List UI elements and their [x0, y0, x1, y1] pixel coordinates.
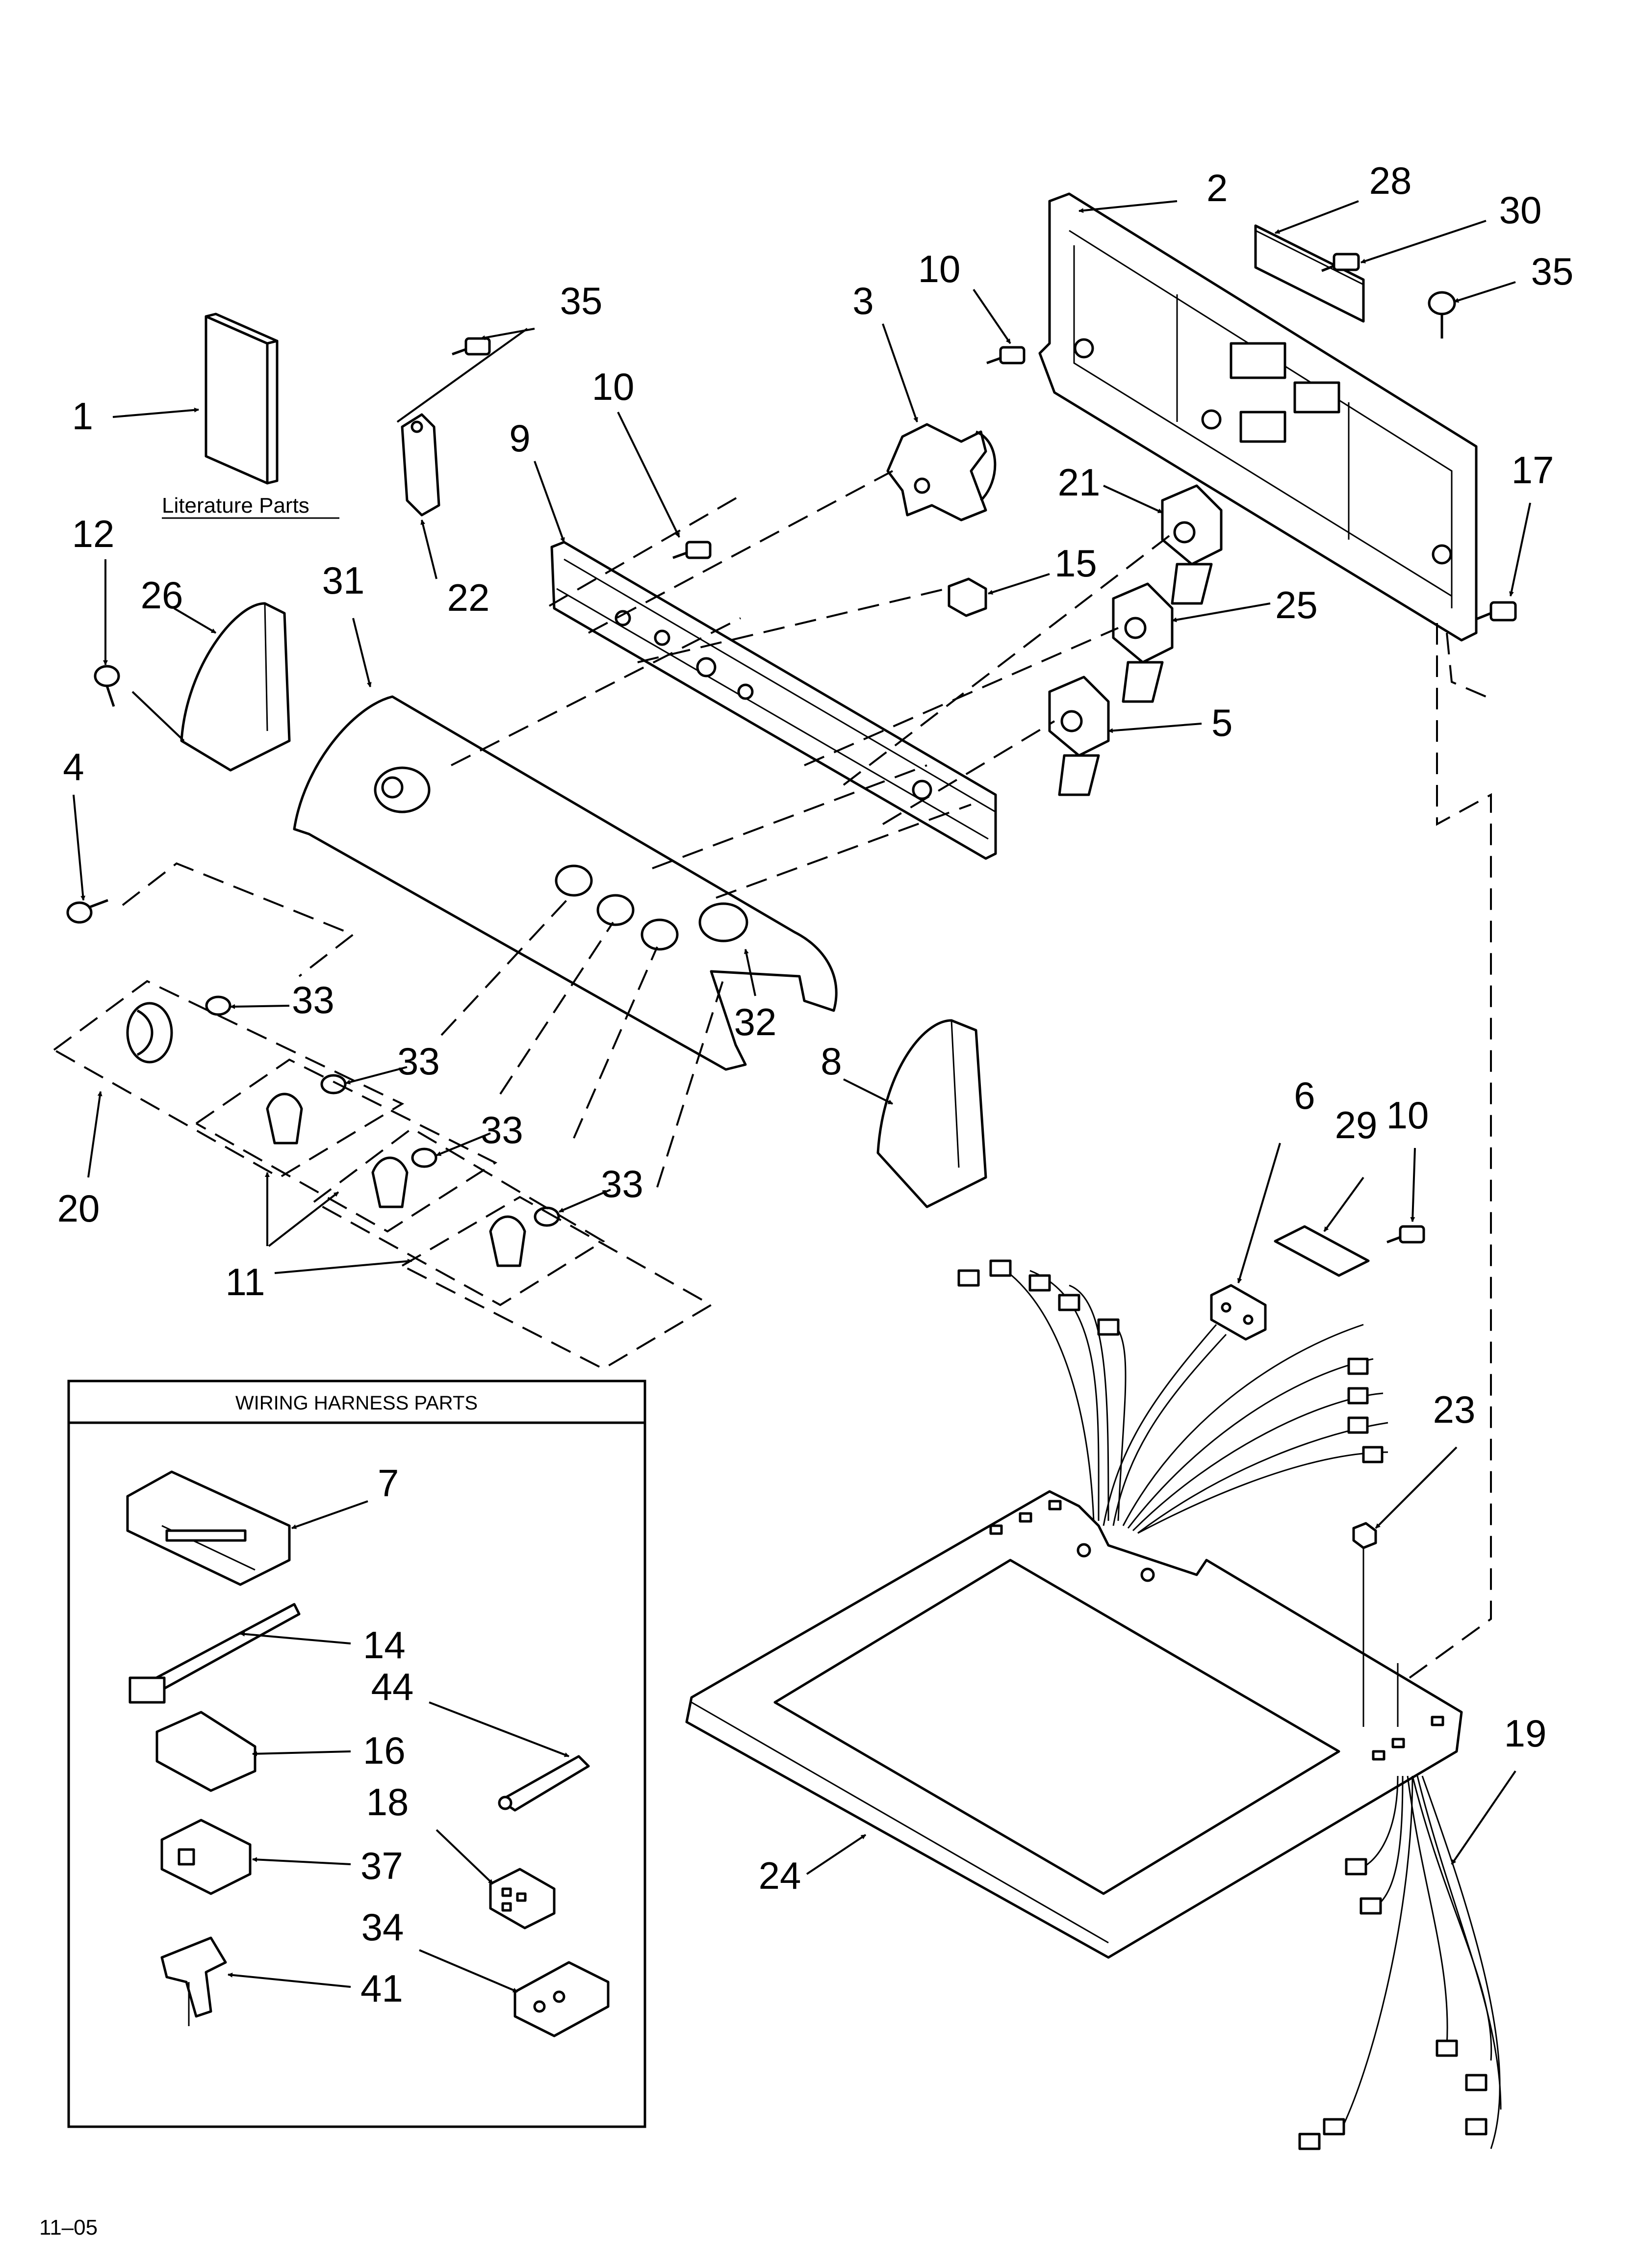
knob-11a [266, 1093, 303, 1145]
part-29 [1274, 1225, 1370, 1277]
literature-booklet [205, 313, 279, 485]
callout-20: 20 [57, 1187, 100, 1230]
top-cover [685, 1490, 1463, 1959]
callout-32: 32 [734, 1000, 777, 1043]
screw-10-rail [672, 541, 712, 559]
callout-21: 21 [1058, 461, 1101, 504]
callout-4: 4 [63, 745, 84, 788]
callout-16: 16 [363, 1729, 406, 1772]
part-41-push-pin [160, 1936, 227, 2026]
wiring-harness-box [67, 1380, 646, 2128]
callout-2: 2 [1206, 166, 1228, 209]
callout-labels: 1 2 3 4 5 6 7 8 9 10 10 10 11 12 14 15 1… [57, 159, 1574, 2010]
callout-1: 1 [72, 394, 93, 438]
callout-28: 28 [1369, 159, 1412, 202]
callout-10-right: 10 [1386, 1094, 1429, 1137]
literature-caption: Literature Parts [162, 494, 309, 518]
screw-10-right [1386, 1225, 1425, 1244]
part-37-housing [160, 1819, 252, 1895]
bushing-33b [320, 1074, 347, 1095]
timer [886, 423, 997, 521]
control-panel [293, 695, 838, 1071]
knob-11b [371, 1156, 409, 1208]
callout-33-a: 33 [292, 978, 334, 1021]
bushing-33a [205, 995, 231, 1016]
screw-12 [94, 665, 120, 707]
part-23 [1352, 1522, 1399, 1727]
knob-11c [489, 1215, 526, 1267]
callout-11: 11 [226, 1260, 265, 1303]
callout-17: 17 [1512, 448, 1554, 492]
callout-37: 37 [360, 1844, 403, 1887]
knob-20 [126, 1002, 173, 1064]
callout-33-d: 33 [601, 1162, 643, 1205]
screw-17 [1476, 601, 1517, 622]
switch-25 [1112, 582, 1174, 703]
control-bracket [1254, 224, 1365, 323]
callout-34: 34 [361, 1905, 404, 1949]
callout-31: 31 [322, 559, 365, 602]
callout-10-timer: 10 [918, 247, 961, 290]
screw-30 [1321, 253, 1360, 272]
callout-30: 30 [1499, 188, 1542, 232]
callout-15: 15 [1054, 542, 1097, 585]
part-7-connector-block [126, 1470, 291, 1586]
part-16-clip [155, 1711, 257, 1792]
callout-23: 23 [1433, 1388, 1476, 1431]
part-34-connector [513, 1961, 610, 2037]
screw-35-left [452, 337, 491, 356]
end-cap-right [876, 1019, 987, 1208]
part-44-terminal [498, 1755, 590, 1812]
part-15 [948, 577, 987, 617]
callout-19: 19 [1504, 1712, 1547, 1755]
callout-12: 12 [72, 512, 115, 555]
callout-33-c: 33 [481, 1108, 523, 1151]
assembly-lines [53, 470, 1492, 1684]
callout-14: 14 [363, 1623, 406, 1667]
part-18-housing [489, 1868, 556, 1929]
callout-18: 18 [366, 1780, 409, 1824]
mounting-rail [550, 541, 997, 860]
footer-code: 11–05 [39, 2216, 98, 2240]
callout-9: 9 [509, 417, 530, 460]
switch-5 [1048, 676, 1110, 796]
callout-25: 25 [1275, 583, 1318, 626]
wiring-harness-upper [957, 1259, 1388, 1534]
wiring-box-title: WIRING HARNESS PARTS [235, 1392, 478, 1414]
bushing-33c [411, 1147, 437, 1168]
callout-24: 24 [759, 1854, 801, 1897]
callout-35-left: 35 [560, 279, 603, 322]
callout-5: 5 [1211, 701, 1232, 744]
bracket-22 [401, 413, 440, 517]
callout-44: 44 [371, 1665, 414, 1708]
callout-8: 8 [821, 1040, 842, 1083]
callout-6: 6 [1294, 1074, 1315, 1117]
callout-35-right: 35 [1531, 250, 1574, 293]
callout-7: 7 [378, 1461, 399, 1505]
part-14-cable-tie [128, 1603, 301, 1704]
callout-29: 29 [1335, 1103, 1378, 1147]
console-back-panel [1038, 192, 1478, 642]
callout-26: 26 [141, 574, 183, 617]
end-cap-left [180, 602, 291, 772]
callout-41: 41 [360, 1967, 403, 2010]
screw-10-timer [986, 346, 1026, 365]
wiring-harness-lower [1298, 1775, 1502, 2150]
screw-35-right [1428, 291, 1456, 339]
callout-33-b: 33 [397, 1040, 440, 1083]
callout-22: 22 [447, 576, 490, 619]
callout-10-rail: 10 [592, 365, 635, 408]
connector-6 [1210, 1284, 1267, 1341]
callout-3: 3 [852, 279, 873, 322]
screw-4 [66, 899, 108, 924]
switch-21 [1161, 484, 1223, 605]
leader-lines [73, 200, 1531, 1993]
